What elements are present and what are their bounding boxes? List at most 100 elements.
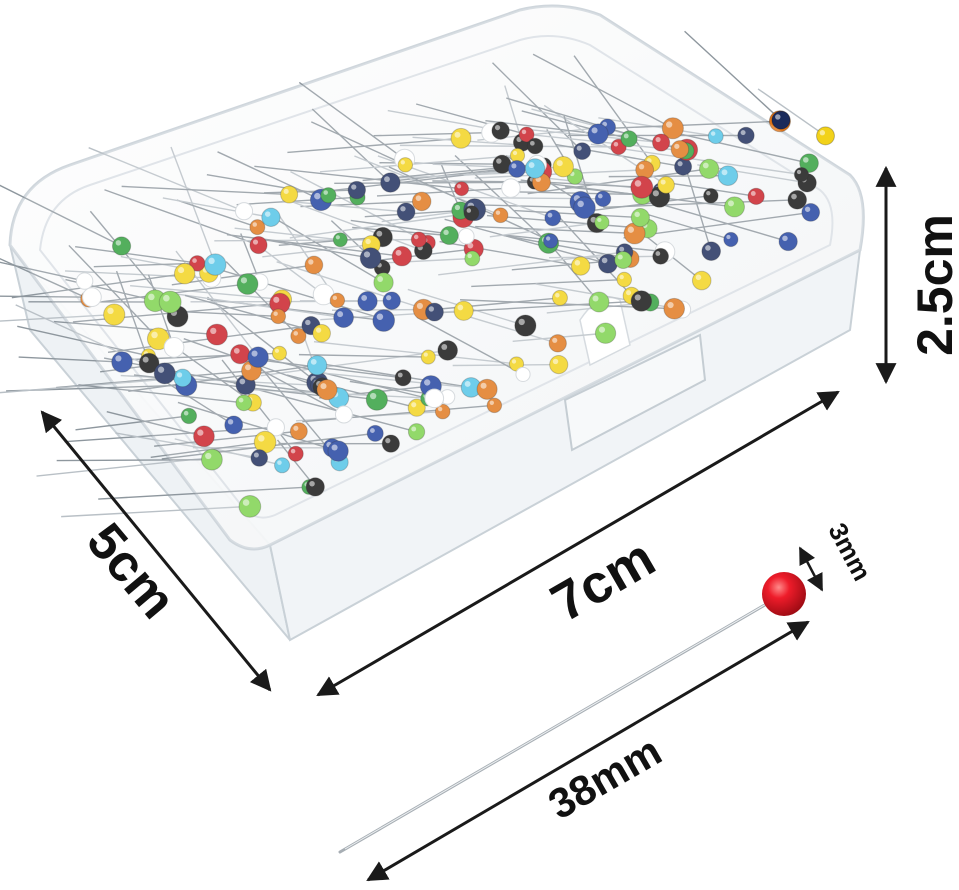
pin-head-highlight [384,176,390,183]
pin-shaft [686,172,712,252]
pin-shaft [486,214,648,230]
pin-shaft [310,361,472,389]
arrow-box-width [40,410,272,692]
pin-head-highlight [695,274,702,281]
pin-head-highlight [613,141,619,147]
pin-shaft [0,184,122,247]
pin-shaft [18,356,123,363]
pin-shaft [121,185,290,196]
pin-head-highlight [178,267,185,274]
pin-head-highlight [726,234,731,240]
pin-shaft [311,108,391,184]
pin-head-highlight [320,383,327,390]
pin-shaft [265,239,371,259]
pin-head-highlight [552,337,558,343]
pin-head-highlight [395,249,402,256]
pin-shaft [0,261,85,282]
pin-head-highlight [552,358,559,365]
pin-shaft [162,197,272,218]
pin-head-highlight [556,160,563,167]
pin-shaft [311,121,406,166]
pin-head-highlight [577,200,584,208]
pin-head-highlight [151,331,158,339]
pin-shaft [236,196,358,206]
pin-head-highlight [480,382,487,389]
pin-head-highlight [308,259,314,265]
label-box-length: 7cm [541,527,665,633]
pin-head-highlight [796,169,802,175]
pin-head-highlight [485,126,491,133]
pin-shaft [130,284,283,301]
pin-head-highlight [655,136,661,143]
pin-head-highlight [627,226,635,233]
pin-shaft [147,274,175,348]
pin-head-highlight [273,311,278,316]
pin-head-highlight [706,190,711,196]
pin-head-highlight [148,293,155,301]
pin-head-highlight [597,217,602,223]
pin-head-highlight [496,158,502,164]
pin-shaft [684,30,782,121]
pin-shaft [313,340,517,365]
pin-shaft [178,349,254,404]
pin-head-highlight [677,161,683,167]
pin-shaft [416,316,524,376]
pin-head-highlight [377,276,384,282]
pin-head-highlight [791,193,797,200]
pin-head-highlight [634,294,641,301]
featured-pin-head [762,572,806,616]
pin-shaft [319,154,518,173]
pin-shaft [506,97,681,151]
pin-shaft [53,320,217,336]
pin-head-highlight [638,164,645,170]
pin-head-highlight [428,306,434,312]
pin-head-highlight [310,358,317,365]
pin-head-highlight [804,206,811,212]
pin-head-highlight [467,253,472,259]
pin-head-highlight [495,210,501,215]
pin-head-highlight [619,246,625,252]
pin-head-highlight [293,331,299,336]
pin-head-highlight [376,313,384,321]
pin-head-highlight [454,131,461,138]
pin-head-highlight [597,193,603,199]
pin-head-highlight [665,121,673,128]
pin-head-highlight [617,254,623,260]
pin-head-highlight [361,295,368,301]
pin-head-highlight [461,231,466,236]
pin-shaft [532,53,674,129]
pin-shaft [0,313,115,322]
pin-head-highlight [386,295,392,301]
pin-head-highlight [167,340,174,347]
pin-shaft [282,197,424,252]
pin-head-highlight [176,372,183,378]
pin-head-highlight [819,130,826,136]
pin-head-highlight [598,326,606,333]
pin-head-highlight [511,163,517,169]
pin-shaft [605,120,780,130]
pin-shaft [176,199,258,228]
pin-shaft [590,143,802,176]
pin-head-highlight [398,152,405,159]
pin-head-highlight [652,190,659,197]
pin-shaft [675,132,810,164]
pin-head-highlight [623,133,629,139]
pin-shaft [387,109,501,132]
pin-head [771,110,791,130]
pin-shaft [282,200,407,213]
pin-shaft [276,439,316,488]
pin-shaft [0,377,183,394]
pin-head-highlight [441,344,448,350]
pin-shaft [93,262,198,268]
pin-head-highlight [601,257,608,264]
pin-head-highlight [555,293,560,298]
pin-shaft [17,325,149,357]
pin-head-highlight [351,184,357,190]
pin-head-highlight [547,212,553,218]
pin-head-highlight [443,229,449,236]
pin-head-highlight [494,124,501,131]
pin-shaft [184,294,322,334]
pin-head-highlight [634,180,642,187]
pin-shaft [11,272,185,299]
